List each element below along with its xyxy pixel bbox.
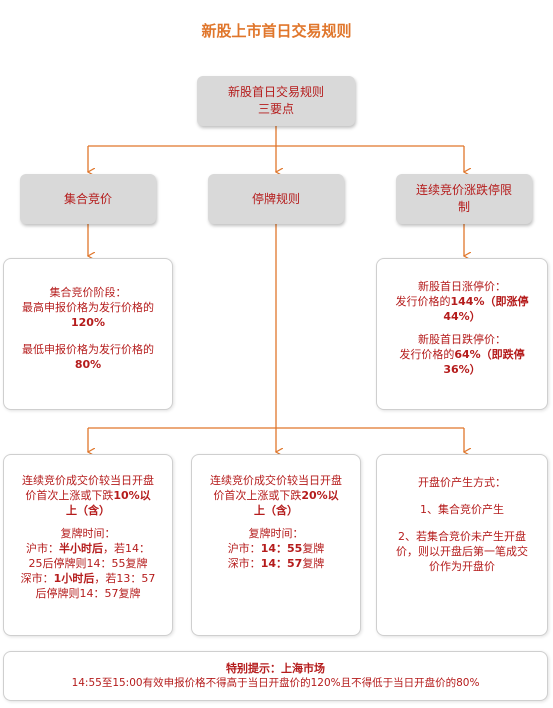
open-item2-line2: 价，则以开盘后第一笔成交 — [396, 545, 528, 558]
page-title: 新股上市首日交易规则 — [201, 22, 352, 40]
limit-label-line2: 制 — [457, 200, 470, 214]
halt20-line3: 上（含） — [254, 504, 298, 517]
auction-heading: 集合竞价阶段： — [49, 286, 127, 299]
limit-down-pre: 发行价格的 — [399, 348, 455, 361]
halt10-line3: 上（含） — [66, 504, 110, 517]
open-item2-line1: 2、若集合竞价未产生开盘 — [398, 530, 526, 543]
halt20-sh-pre: 沪市： — [227, 542, 261, 555]
limit-up-label: 新股首日涨停价： — [418, 280, 506, 293]
halt10-sh-bold: 半小时后 — [59, 542, 103, 555]
limit-up-line: 发行价格的144%（即涨停 — [381, 294, 543, 309]
special-notice: 特别提示：上海市场 14:55至15:00有效申报价格不得高于当日开盘价的120… — [3, 651, 548, 701]
auction-max-text: 最高申报价格为发行价格的 — [22, 301, 154, 314]
halt20-sz-pre: 深市： — [227, 557, 261, 570]
halt10-line2: 价首次上涨或下跌10%以 — [8, 488, 168, 503]
auction-min-text: 最低申报价格为发行价格的 — [22, 343, 154, 356]
notice-body: 14:55至15:00有效申报价格不得高于当日开盘价的120%且不得低于当日开盘… — [71, 677, 480, 689]
root-line2: 三要点 — [257, 102, 294, 116]
halt10-sh-pre: 沪市： — [26, 542, 59, 555]
halt20-resume: 复牌时间： — [248, 527, 304, 540]
notice-heading: 特别提示：上海市场 — [226, 662, 325, 675]
auction-min-value: 80% — [74, 358, 102, 371]
auction-node: 集合竞价 — [20, 174, 156, 224]
halt20-sz: 深市：14：57复牌 — [196, 556, 356, 571]
halt20-sh: 沪市：14：55复牌 — [196, 541, 356, 556]
halt-node: 停牌规则 — [208, 174, 344, 224]
open-item1: 1、集合竞价产生 — [420, 503, 504, 516]
halt20-sz-post: 复牌 — [302, 557, 325, 570]
limit-down-line: 发行价格的64%（即跌停 — [381, 347, 543, 362]
halt10-sz-bold: 1小时后 — [53, 572, 95, 585]
halt10-sz-pre: 深市： — [20, 572, 54, 585]
halt10-resume: 复牌时间： — [60, 527, 116, 540]
auction-label: 集合竞价 — [63, 191, 112, 206]
halt20-sh-bold: 14：55 — [260, 542, 303, 555]
halt20-line1: 连续竞价成交价较当日开盘 — [210, 474, 342, 487]
auction-max-value: 120% — [71, 316, 105, 329]
halt20-line2-pre: 价首次上涨或下跌 — [213, 489, 302, 502]
root-line1: 新股首日交易规则 — [227, 85, 324, 99]
limit-up-value: 144%（即涨停 — [450, 295, 529, 308]
limit-up-pre: 发行价格的 — [395, 295, 451, 308]
halt10-line2-bold: 10%以 — [113, 489, 151, 502]
halt20-line2-bold: 20%以 — [301, 489, 339, 502]
halt10-sh: 沪市：半小时后，若14： — [8, 541, 168, 556]
auction-panel: 集合竞价阶段： 最高申报价格为发行价格的 120% 最低申报价格为发行价格的 8… — [3, 258, 173, 410]
limit-panel: 新股首日涨停价： 发行价格的144%（即涨停 44%） 新股首日跌停价： 发行价… — [376, 258, 548, 410]
limit-node: 连续竞价涨跌停限 制 — [396, 174, 532, 224]
limit-label-line1: 连续竞价涨跌停限 — [415, 183, 512, 197]
root-node: 新股首日交易规则 三要点 — [197, 76, 355, 126]
halt10-sz-line2: 后停牌则14：57复牌 — [35, 587, 141, 600]
open-price-panel: 开盘价产生方式： 1、集合竞价产生 2、若集合竞价未产生开盘 价，则以开盘后第一… — [376, 454, 548, 636]
halt10-sh-line2: 25后停牌则14：55复牌 — [28, 557, 148, 570]
halt20-sz-bold: 14：57 — [260, 557, 303, 570]
halt10-panel: 连续竞价成交价较当日开盘 价首次上涨或下跌10%以 上（含） 复牌时间： 沪市：… — [3, 454, 173, 636]
limit-up-value2: 44%） — [443, 310, 481, 323]
halt10-line1: 连续竞价成交价较当日开盘 — [22, 474, 154, 487]
halt10-sz-post: ，若13：57 — [94, 572, 156, 585]
open-item2-line3: 价作为开盘价 — [429, 560, 495, 573]
open-heading: 开盘价产生方式： — [418, 476, 506, 489]
limit-down-label: 新股首日跌停价： — [418, 333, 506, 346]
limit-down-value2: 36%） — [443, 363, 481, 376]
halt-label: 停牌规则 — [251, 191, 300, 206]
limit-down-value: 64%（即跌停 — [454, 348, 525, 361]
halt20-sh-post: 复牌 — [302, 542, 325, 555]
halt10-sz: 深市：1小时后，若13：57 — [8, 571, 168, 586]
halt10-line2-pre: 价首次上涨或下跌 — [25, 489, 114, 502]
halt20-line2: 价首次上涨或下跌20%以 — [196, 488, 356, 503]
halt10-sh-post: ，若14： — [103, 542, 150, 555]
halt20-panel: 连续竞价成交价较当日开盘 价首次上涨或下跌20%以 上（含） 复牌时间： 沪市：… — [191, 454, 361, 636]
